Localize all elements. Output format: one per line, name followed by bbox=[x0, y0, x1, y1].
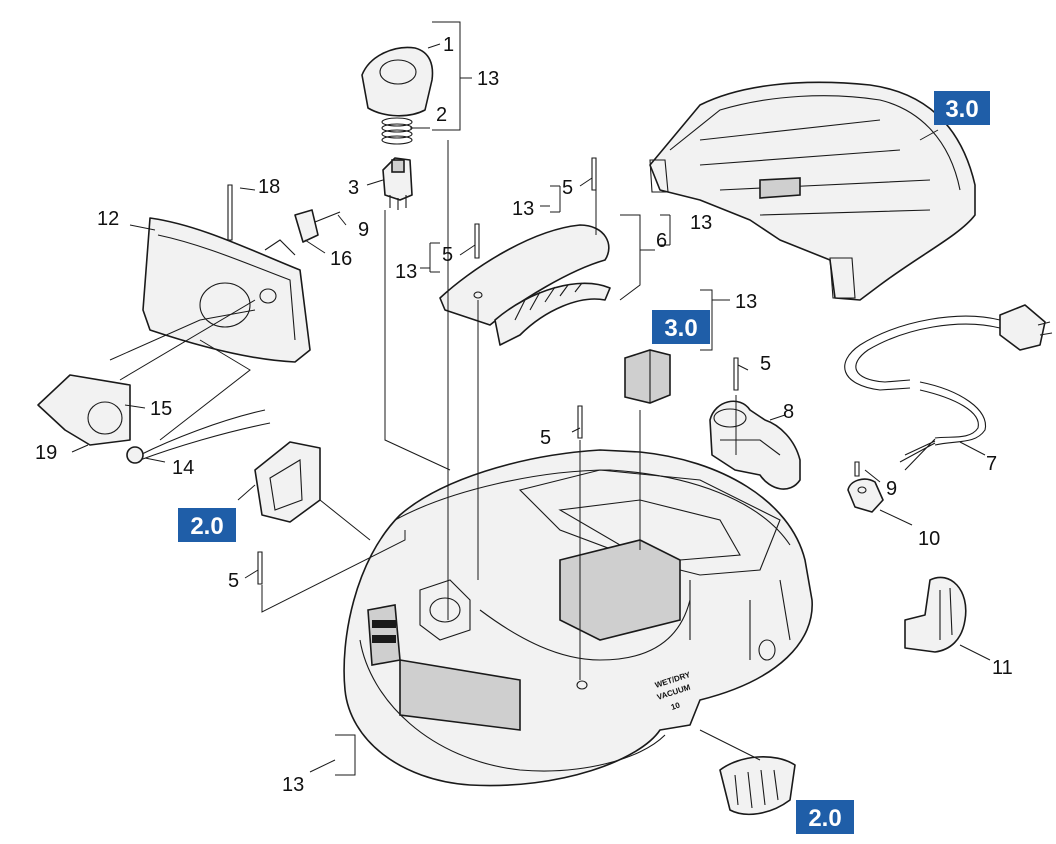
screws bbox=[227, 157, 860, 585]
callout-19: 19 bbox=[35, 442, 57, 464]
leader-lines bbox=[71, 21, 991, 776]
callout-11: 11 bbox=[992, 657, 1013, 679]
callout-5-mid: 5 bbox=[442, 244, 453, 266]
motor-housing: WET/DRY VACUUM 10 bbox=[343, 449, 813, 787]
callout-5-center: 5 bbox=[540, 427, 551, 449]
callout-9-right: 9 bbox=[886, 478, 897, 500]
callout-14: 14 bbox=[172, 457, 194, 479]
hose-clamp bbox=[709, 400, 801, 490]
callout-numbers: 1 13 2 3 18 5 13 12 9 13 6 5 16 13 13 5 … bbox=[35, 34, 1013, 796]
callout-5-upper: 5 bbox=[562, 177, 573, 199]
skid-lower bbox=[494, 282, 611, 346]
callout-12: 12 bbox=[97, 208, 119, 230]
spring bbox=[381, 117, 413, 145]
callout-16: 16 bbox=[330, 248, 352, 270]
housing-label-line3: 10 bbox=[670, 700, 682, 711]
badge-2-0-bottom[interactable]: 2.0 bbox=[796, 800, 854, 834]
badge-2-0-left[interactable]: 2.0 bbox=[178, 508, 236, 542]
callout-13-center: 13 bbox=[735, 291, 757, 313]
switch-cover bbox=[37, 374, 131, 446]
top-cover bbox=[649, 81, 976, 301]
lamp-wires bbox=[126, 409, 271, 464]
callout-2: 2 bbox=[436, 104, 447, 126]
badge-3-0-top-right-text: 3.0 bbox=[945, 96, 978, 123]
badge-3-0-center[interactable]: 3.0 bbox=[652, 310, 710, 344]
callout-18: 18 bbox=[258, 176, 280, 198]
callout-5-lower: 5 bbox=[228, 570, 239, 592]
micro-switch bbox=[294, 209, 341, 243]
callout-9-upper: 9 bbox=[358, 219, 369, 241]
callout-10: 10 bbox=[918, 528, 940, 550]
badge-3-0-center-text: 3.0 bbox=[664, 315, 697, 342]
push-switch bbox=[382, 157, 413, 210]
callout-6: 6 bbox=[656, 230, 667, 252]
front-panel bbox=[142, 217, 311, 363]
side-guard bbox=[904, 576, 967, 653]
power-cord bbox=[844, 304, 1053, 471]
callout-13-right: 13 bbox=[690, 212, 712, 234]
callout-13-mid: 13 bbox=[395, 261, 417, 283]
latch-bracket-lower bbox=[719, 756, 796, 816]
callout-15: 15 bbox=[150, 398, 172, 420]
callout-13-upper: 13 bbox=[512, 198, 534, 220]
callout-7: 7 bbox=[986, 453, 997, 475]
badge-2-0-left-text: 2.0 bbox=[190, 513, 223, 540]
small-bracket bbox=[847, 478, 884, 513]
callout-13-top: 13 bbox=[477, 68, 499, 90]
filter-pad bbox=[624, 349, 671, 404]
badge-2-0-bottom-text: 2.0 bbox=[808, 805, 841, 832]
callout-13-bottom: 13 bbox=[282, 774, 304, 796]
callout-1: 1 bbox=[443, 34, 454, 56]
switch-knob bbox=[361, 46, 434, 117]
callout-3: 3 bbox=[348, 177, 359, 199]
callout-8: 8 bbox=[783, 401, 794, 423]
callout-5-right: 5 bbox=[760, 353, 771, 375]
latch-bracket bbox=[254, 441, 321, 523]
badge-3-0-top-right[interactable]: 3.0 bbox=[934, 91, 990, 125]
